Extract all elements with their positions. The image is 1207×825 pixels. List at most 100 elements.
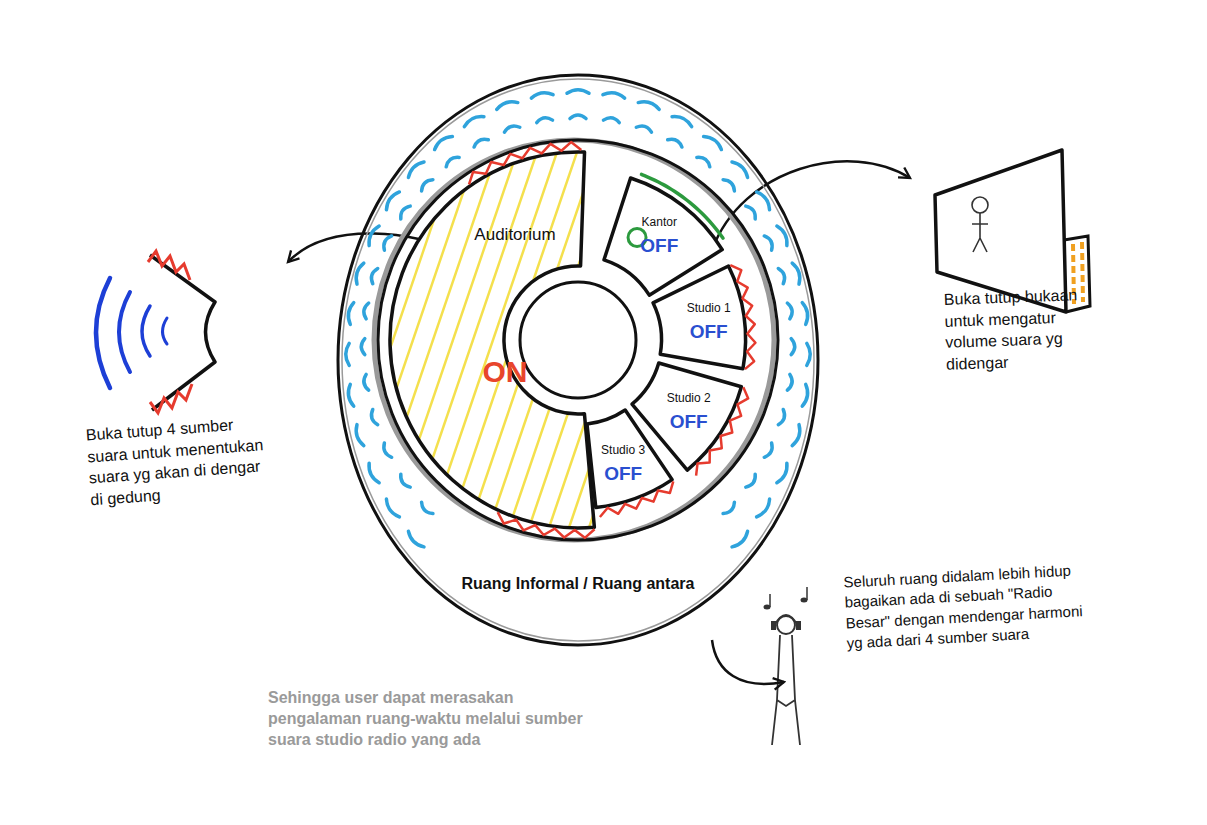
- sound-wave-mark: [464, 117, 484, 127]
- sound-wave-mark: [723, 502, 734, 513]
- status-off: OFF: [604, 463, 642, 485]
- sound-wave-mark: [778, 409, 784, 424]
- sector-border: [653, 266, 746, 369]
- ring-space: Ruang Informal / Ruang antaraAuditoriumO…: [338, 75, 818, 645]
- small-figure-body: [972, 213, 988, 252]
- sound-wave-mark: [384, 443, 392, 457]
- hatch-line: [638, 120, 788, 560]
- sound-wave-mark: [537, 118, 553, 123]
- sound-wave-mark: [356, 425, 364, 446]
- status-off: OFF: [690, 321, 728, 343]
- sound-wave-mark: [422, 502, 433, 513]
- sector-outline: [573, 396, 686, 521]
- annotation-note: Buka tutup bukaan untuk mengatur volume …: [944, 283, 1112, 375]
- sound-wave-mark: [474, 139, 488, 147]
- shape-group: [338, 75, 818, 645]
- sector-fill: [587, 410, 672, 507]
- hatch-line: [798, 120, 948, 560]
- ring-inner: [378, 140, 778, 540]
- hatch-line: [258, 120, 408, 560]
- sound-wave-mark: [497, 102, 518, 110]
- sound-wave-mark: [778, 269, 784, 284]
- sound-wave-mark: [792, 263, 800, 284]
- green-arc: [641, 175, 723, 239]
- sound-wave-mark: [531, 93, 553, 98]
- sector-border: [587, 410, 672, 507]
- headphones: [774, 615, 798, 626]
- sound-wave-mark: [364, 303, 369, 319]
- sound-wave-mark: [668, 139, 682, 147]
- orange-stripe: [1082, 242, 1083, 302]
- hatch-line: [778, 120, 928, 560]
- shape-group: [653, 265, 755, 369]
- hatch-line: [678, 120, 828, 560]
- sound-wave-mark: [757, 192, 770, 210]
- hatch-line: [438, 120, 588, 560]
- caption-text: Sehingga user dapat merasakan pengalaman…: [268, 688, 603, 750]
- hatch-line: [238, 120, 388, 560]
- hatch-line: [418, 120, 568, 560]
- red-zigzag: [498, 512, 595, 538]
- sound-wave-mark: [384, 236, 392, 250]
- music-note: [769, 594, 771, 607]
- room-sector: Studio 3 OFF: [573, 396, 686, 521]
- status-off: OFF: [670, 411, 708, 433]
- sound-wave-mark: [408, 531, 424, 547]
- room-name: Studio 1: [687, 302, 731, 316]
- red-zigzag: [150, 384, 192, 413]
- status-on: ON: [482, 355, 527, 390]
- sound-wave-mark: [567, 90, 589, 94]
- sound-wave-mark: [746, 474, 755, 487]
- small-figure-head: [972, 197, 988, 213]
- sound-wave-mark: [364, 374, 369, 390]
- sound-wave-mark: [401, 474, 410, 487]
- sound-wave-mark: [603, 118, 619, 123]
- sound-wave-mark: [764, 236, 772, 250]
- sound-wave-mark: [603, 93, 625, 98]
- hatch-line: [758, 120, 908, 560]
- room-name: Studio 3: [601, 444, 645, 458]
- hatch-line: [738, 120, 888, 560]
- hatch-line: [578, 120, 728, 560]
- sound-wave-mark: [401, 206, 410, 219]
- hatch-line: [218, 120, 368, 560]
- sound-wave-mark: [348, 303, 353, 325]
- sound-wave-mark: [369, 463, 379, 483]
- sound-wave-mark: [723, 180, 734, 191]
- sound-wave-mark: [802, 303, 807, 325]
- sound-wave-mark: [746, 206, 755, 219]
- sound-wave-mark: [792, 425, 800, 446]
- sound-wave-mark: [446, 157, 459, 166]
- shape-group: [158, 120, 968, 560]
- sound-wave-mark: [386, 499, 399, 517]
- hatch-line: [158, 120, 308, 560]
- yellow-hatch: [158, 120, 968, 560]
- sector-border: [390, 152, 594, 528]
- listener-body: [772, 635, 800, 745]
- sound-wave-mark: [369, 226, 379, 246]
- headphone-cup: [796, 621, 801, 630]
- sound-wave-mark: [435, 137, 453, 150]
- sound-wave-mark: [371, 409, 377, 424]
- sector-fill: [653, 266, 746, 369]
- sound-wave-mark: [791, 339, 795, 355]
- sector-body: [653, 265, 755, 369]
- sector-body: [158, 120, 968, 560]
- sound-wave-mark: [356, 263, 364, 284]
- leader-arrow: [712, 640, 784, 684]
- sound-wave: [96, 278, 110, 388]
- sound-wave-mark: [787, 303, 792, 319]
- sound-wave: [142, 306, 150, 356]
- sound-wave-mark: [348, 384, 353, 406]
- sound-wave-mark: [361, 339, 365, 355]
- sector-body: [587, 410, 673, 517]
- sound-wave-mark: [777, 226, 787, 246]
- sound-wave-mark: [422, 180, 433, 191]
- hatch-line: [318, 120, 468, 560]
- leader-arrow: [712, 161, 910, 250]
- room-sector: AuditoriumON: [376, 138, 608, 542]
- hatch-line: [198, 120, 348, 560]
